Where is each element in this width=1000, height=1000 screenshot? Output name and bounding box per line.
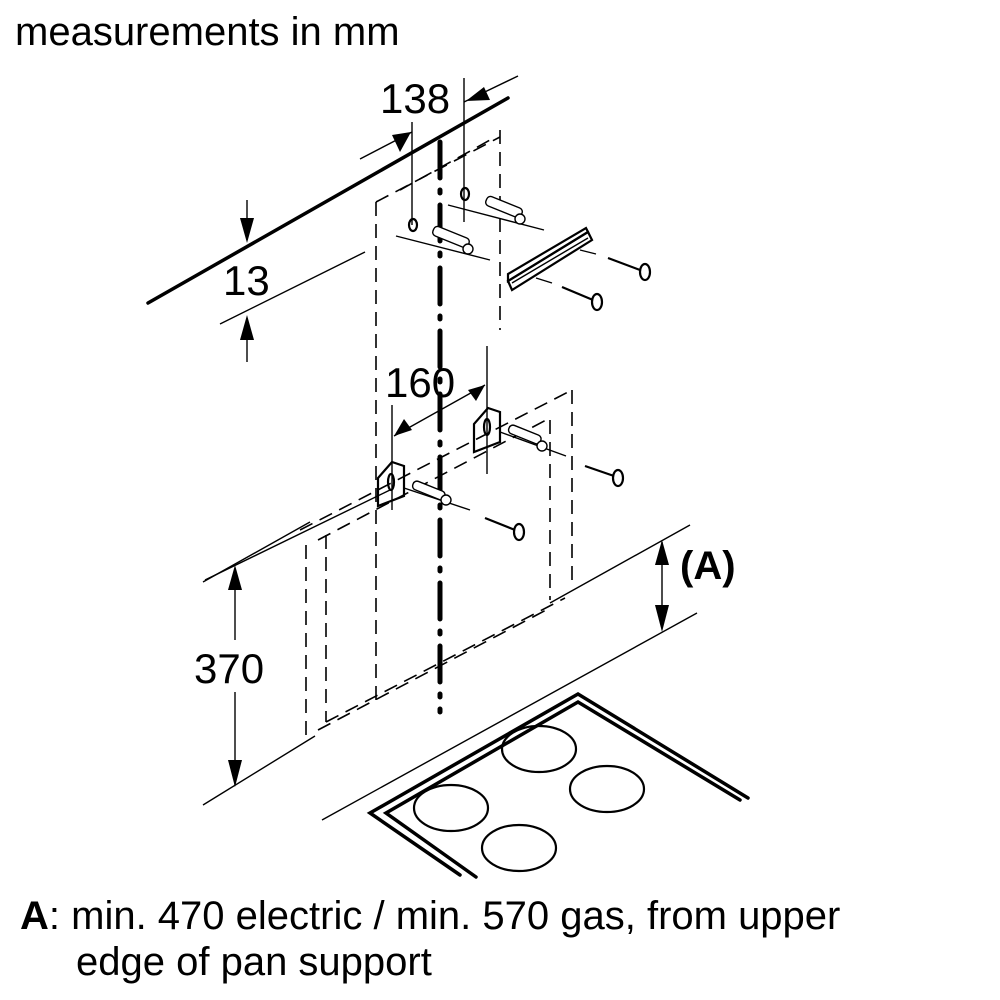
lower-hood-top-back [299,389,573,531]
cooking-zone-rear [500,724,578,774]
dim-13-arrow-down [240,218,254,243]
dim-160-arrow-left [394,419,412,436]
dim-160-label: 160 [385,359,456,406]
dim-a-arrow-up [655,540,669,565]
lower-hood-bottom-front [317,607,551,731]
dim-138-arrow-right [392,132,411,152]
clearance-note: A: min. 470 electric / min. 570 gas, fro… [20,893,840,985]
upper-chimney-inner-edge [399,139,491,191]
offset-reference-line [219,251,366,325]
wall-bracket-rail [506,226,594,292]
page-title: measurements in mm [15,10,400,54]
cooktop-outer-edge [366,691,750,877]
mounting-bracket-right [472,406,502,454]
screw-hole-right [459,186,471,202]
lower-hood-bottom-back [325,597,566,723]
note-line2: edge of pan support [76,940,432,984]
wall-plug-top-left [432,225,474,255]
cooking-zone-front [480,823,558,873]
dim-370-arrow-down [228,760,242,787]
cooking-zone-right [568,764,646,814]
bracket-screw-lower-left [484,516,526,542]
lower-hood-top-front [317,417,551,541]
screw-axis-right [447,204,545,231]
clearance-bottom-reference-line [321,612,698,821]
clearance-a-label: (A) [680,544,736,588]
bracket-screw-lower [535,277,604,312]
hood-bottom-reference-line [202,735,316,806]
dim-370-arrow-up [228,565,242,590]
cooking-zone-left [412,783,490,833]
clearance-top-reference-line [549,524,691,604]
dim-370-label: 370 [194,645,265,692]
dim-a-arrow-down [655,605,669,632]
dim-138-arrow-left [466,87,490,101]
wall-line-middle [204,489,391,581]
cooktop-inner-edge [382,699,742,879]
bracket-screw-upper [579,249,652,282]
screw-hole-left [407,217,419,233]
note-key: A [20,894,49,938]
screw-axis-left [395,235,491,261]
dim-160-arrow-right [468,385,485,401]
note-separator: : [48,894,61,938]
wall-plug-lower-left [403,480,471,511]
hood-top-reference-line [202,521,311,583]
dim-13-arrow-up [240,315,254,340]
ceiling-edge-line [146,96,510,305]
dim-13-label: 13 [223,257,270,304]
bracket-screw-lower-right [584,464,625,488]
wall-plug-top-right [485,195,526,225]
dim-138-label: 138 [380,75,451,122]
note-line1: min. 470 electric / min. 570 gas, from u… [60,894,841,938]
wall-plug-lower-right [499,424,567,457]
cooktop [366,691,750,879]
